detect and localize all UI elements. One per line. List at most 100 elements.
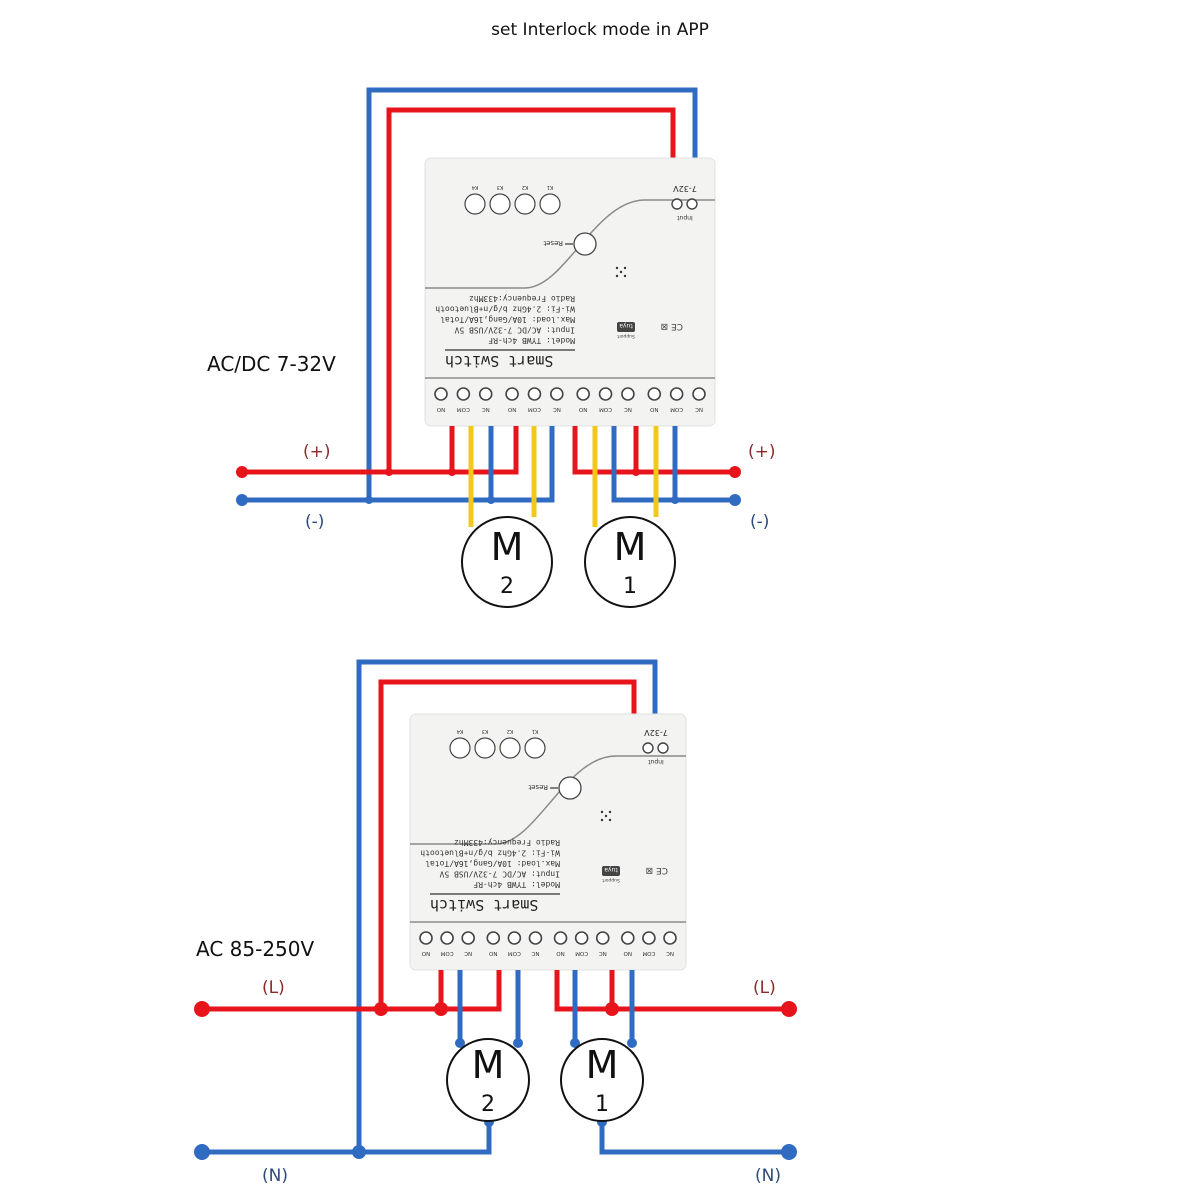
ac-live-bus-right [554, 970, 789, 1012]
button-label: K1 [532, 728, 538, 734]
tuya-badge [602, 866, 620, 876]
speaker-dot [615, 274, 619, 278]
terminal-label: COM [670, 406, 683, 412]
dc-junction-dot [365, 496, 373, 504]
input-screw-icon [657, 742, 669, 754]
spec-line: Radio Frequency:433Mhz [469, 294, 575, 303]
button-k1-icon [539, 193, 561, 215]
reset-label: Reset [528, 783, 548, 791]
ac-live-terminal-left [194, 1001, 210, 1017]
terminal-label: NC [624, 406, 632, 412]
ac-junction-dot [352, 1145, 366, 1159]
cert-marks-icon: CE ⊠ [646, 865, 668, 875]
ac-junction-dot [374, 1002, 388, 1016]
product-name: Smart Switch [430, 896, 538, 914]
speaker-dot [623, 274, 627, 278]
tuya-badge-text: tuya [604, 866, 618, 873]
terminal-screw-icon [595, 931, 610, 945]
supply-label-dc: AC/DC 7-32V [207, 352, 336, 376]
neutral-label-right-ac: (N) [755, 1166, 781, 1186]
dc-junction-dot [671, 496, 679, 504]
dc-negative-bus-right [611, 426, 735, 503]
ac-neutral-feed-wire [356, 659, 658, 1152]
button-k4-icon [449, 737, 471, 759]
device-curve-line [410, 755, 686, 845]
spec-line: Model: TYWB 4ch-RF [488, 336, 575, 345]
speaker-dot [600, 810, 604, 814]
cert-marks-icon: CE ⊠ [661, 321, 683, 331]
button-label: K2 [507, 728, 513, 734]
terminal-label: NO [488, 950, 497, 956]
terminal-screw-icon [478, 387, 493, 401]
button-k3-icon [489, 193, 511, 215]
terminal-screw-icon [461, 931, 475, 945]
terminal-screw-icon [419, 931, 433, 945]
tuya-support-text: Support [617, 333, 635, 339]
terminal-screw-icon [647, 387, 662, 401]
dc-negative-terminal-right [729, 494, 741, 506]
product-name: Smart Switch [445, 352, 553, 370]
speaker-dot [615, 266, 619, 270]
reset-label: Reset [543, 239, 563, 247]
dc-motor-2-number: 2 [500, 574, 514, 599]
dc-motor-2-circle [461, 516, 553, 608]
terminal-label: NC [666, 950, 674, 956]
dc-junction-dot [448, 468, 456, 476]
terminal-screw-icon [621, 387, 635, 401]
negative-label-right-dc: (-) [750, 512, 770, 532]
button-label: K4 [472, 184, 478, 190]
dc-junction-dot [632, 468, 640, 476]
terminal-screw-icon [553, 931, 568, 945]
input-label: Input [648, 758, 664, 765]
spec-line: Max.load: 10A/Gang,16A/Total [425, 859, 560, 868]
button-label: K2 [522, 184, 528, 190]
dc-positive-bus-left [242, 426, 519, 475]
terminal-label: NO [421, 950, 430, 956]
button-k2-icon [514, 193, 536, 215]
ac-neutral-terminal-left [194, 1144, 210, 1160]
tuya-badge-text: tuya [619, 322, 633, 329]
terminal-screw-icon [527, 387, 542, 401]
terminal-label: COM [642, 950, 655, 956]
dc-junction-dot [487, 496, 495, 504]
supply-label-ac: AC 85-250V [196, 937, 315, 961]
terminal-screw-icon [621, 931, 635, 945]
terminal-screw-icon [440, 931, 454, 945]
button-k2-icon [499, 737, 521, 759]
live-label-left-ac: (L) [262, 978, 285, 998]
dc-motor-1-letter: M [614, 525, 647, 569]
terminal-screw-icon [434, 387, 448, 401]
button-k3-icon [474, 737, 496, 759]
device-body [424, 157, 716, 427]
button-label: K3 [482, 728, 488, 734]
ac-motor-2-letter: M [472, 1043, 505, 1087]
speaker-dot [604, 814, 608, 818]
input-screw-icon [642, 742, 654, 754]
ac-neutral-bus-right [599, 1123, 789, 1155]
ac-motor-lead-dot [627, 1038, 637, 1048]
ac-neutral-terminal-right [781, 1144, 797, 1160]
terminal-label: COM [599, 406, 612, 412]
terminal-label: COM [528, 406, 541, 412]
tuya-support-text: Support [602, 877, 620, 883]
terminal-screw-icon [642, 931, 656, 945]
speaker-dot [600, 818, 604, 822]
terminal-screw-icon [550, 387, 564, 401]
dc-positive-terminal-right [729, 466, 741, 478]
ac-junction-dot [605, 1002, 619, 1016]
dc-positive-terminal-left [236, 466, 248, 478]
input-voltage-label: 7-32V [673, 184, 697, 193]
terminal-label: COM [508, 950, 521, 956]
input-screw-icon [671, 198, 683, 210]
terminal-label: NC [599, 950, 607, 956]
button-k4-icon [464, 193, 486, 215]
speaker-dot [619, 270, 623, 274]
terminal-screw-icon [692, 387, 706, 401]
terminal-label: COM [575, 950, 588, 956]
input-voltage-label: 7-32V [644, 728, 668, 737]
ac-motor-lead-dot [570, 1038, 580, 1048]
terminal-screw-icon [669, 387, 684, 401]
terminal-label: NO [578, 406, 587, 412]
